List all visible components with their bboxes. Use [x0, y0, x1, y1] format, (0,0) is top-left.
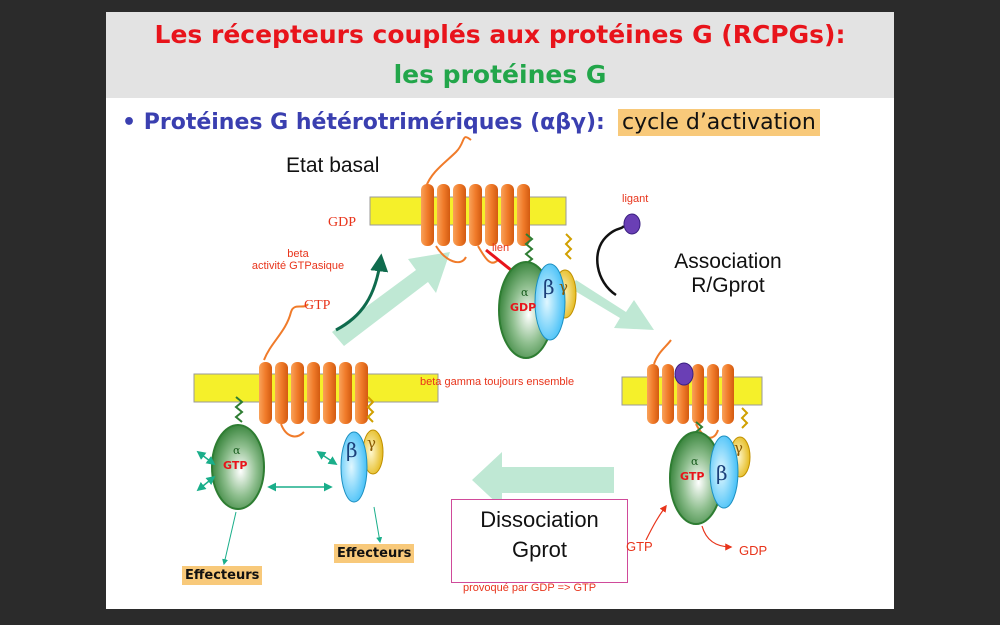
association-line-1: Association: [674, 250, 782, 273]
gtp-alpha-left-label: GTP: [223, 459, 247, 472]
gdp-out-arrow: [701, 525, 733, 551]
g-protein-top: α GDP β γ: [498, 233, 577, 359]
bound-ligand: [674, 362, 694, 386]
title-band: Les récepteurs couplés aux protéines G (…: [106, 12, 894, 98]
dissociation-line-2: Gprot: [511, 537, 568, 562]
effecteurs-right-badge: Effecteurs: [334, 544, 415, 563]
gtp-alpha-right-label: GTP: [680, 470, 704, 483]
beta-label: β: [543, 275, 555, 299]
activation-cycle-diagram: α GDP β γ α GTP: [193, 136, 763, 566]
beta-gamma-left: β γ: [340, 396, 384, 503]
receptor-top: [369, 136, 567, 276]
arrow-to-effecteurs-left: [222, 511, 237, 566]
bullet-marker: •: [122, 110, 137, 135]
arrow-alpha-up: [196, 450, 216, 466]
lien-label: lien: [492, 242, 510, 254]
dissociation-note: provoqué par GDP => GTP: [463, 582, 597, 594]
beta-note-line-1: beta: [287, 248, 309, 260]
gtp-bottom-label: GTP: [626, 539, 653, 554]
slide: Les récepteurs couplés aux protéines G (…: [106, 12, 894, 609]
beta-right-label: β: [716, 461, 728, 485]
effecteurs-left-badge: Effecteurs: [182, 566, 263, 585]
alpha-subunit-left: α GTP: [211, 396, 265, 510]
gdp-alpha-label: GDP: [510, 301, 536, 314]
arrow-beta-up: [316, 451, 338, 465]
bullet-text: Protéines G hétérotrimériques (αβγ):: [143, 110, 605, 135]
association-line-2: R/Gprot: [691, 274, 765, 297]
beta-gtpase-note: beta activité GTPasique: [242, 248, 354, 272]
dissociation-line-1: Dissociation: [480, 507, 599, 532]
beta-gamma-note: beta gamma toujours ensemble: [420, 376, 575, 388]
beta-note-line-2: activité GTPasique: [251, 260, 345, 272]
ligant-label: ligant: [622, 193, 649, 205]
highlight-cycle: cycle d’activation: [618, 109, 820, 136]
g-protein-right: α GTP β γ: [669, 407, 751, 525]
title-line-1: Les récepteurs couplés aux protéines G (…: [154, 20, 846, 49]
gamma-label: γ: [559, 278, 568, 296]
ligand: [596, 213, 641, 297]
alpha-label: α: [521, 286, 529, 299]
cycle-arrow-up: [332, 252, 450, 346]
alpha-right-label: α: [691, 455, 699, 468]
gdp-bottom-label: GDP: [739, 543, 768, 558]
title-line-2: les protéines G: [393, 60, 607, 89]
etat-basal-label: Etat basal: [286, 154, 380, 177]
association-label: Association R/Gprot: [658, 250, 798, 298]
receptor-right: [621, 339, 763, 439]
gdp-top-label: GDP: [328, 215, 357, 230]
gamma-left-label: γ: [367, 434, 376, 452]
dissociation-box: Dissociation Gprot: [451, 499, 628, 583]
cycle-arrow-down: [570, 280, 654, 330]
receptor-left: [193, 303, 439, 438]
gamma-right-label: γ: [734, 439, 743, 457]
arrow-to-effecteurs-right: [373, 506, 383, 544]
arrow-alpha-down: [196, 475, 216, 492]
gtpase-arrow: [335, 253, 389, 332]
cycle-arrow-left: [472, 452, 614, 508]
beta-left-label: β: [346, 438, 358, 462]
bullet-point: • Protéines G hétérotrimériques (αβγ):: [122, 110, 605, 135]
gtp-in-arrow: [645, 504, 667, 541]
gtp-left-label: GTP: [304, 298, 331, 313]
alpha-left-label: α: [233, 444, 241, 457]
